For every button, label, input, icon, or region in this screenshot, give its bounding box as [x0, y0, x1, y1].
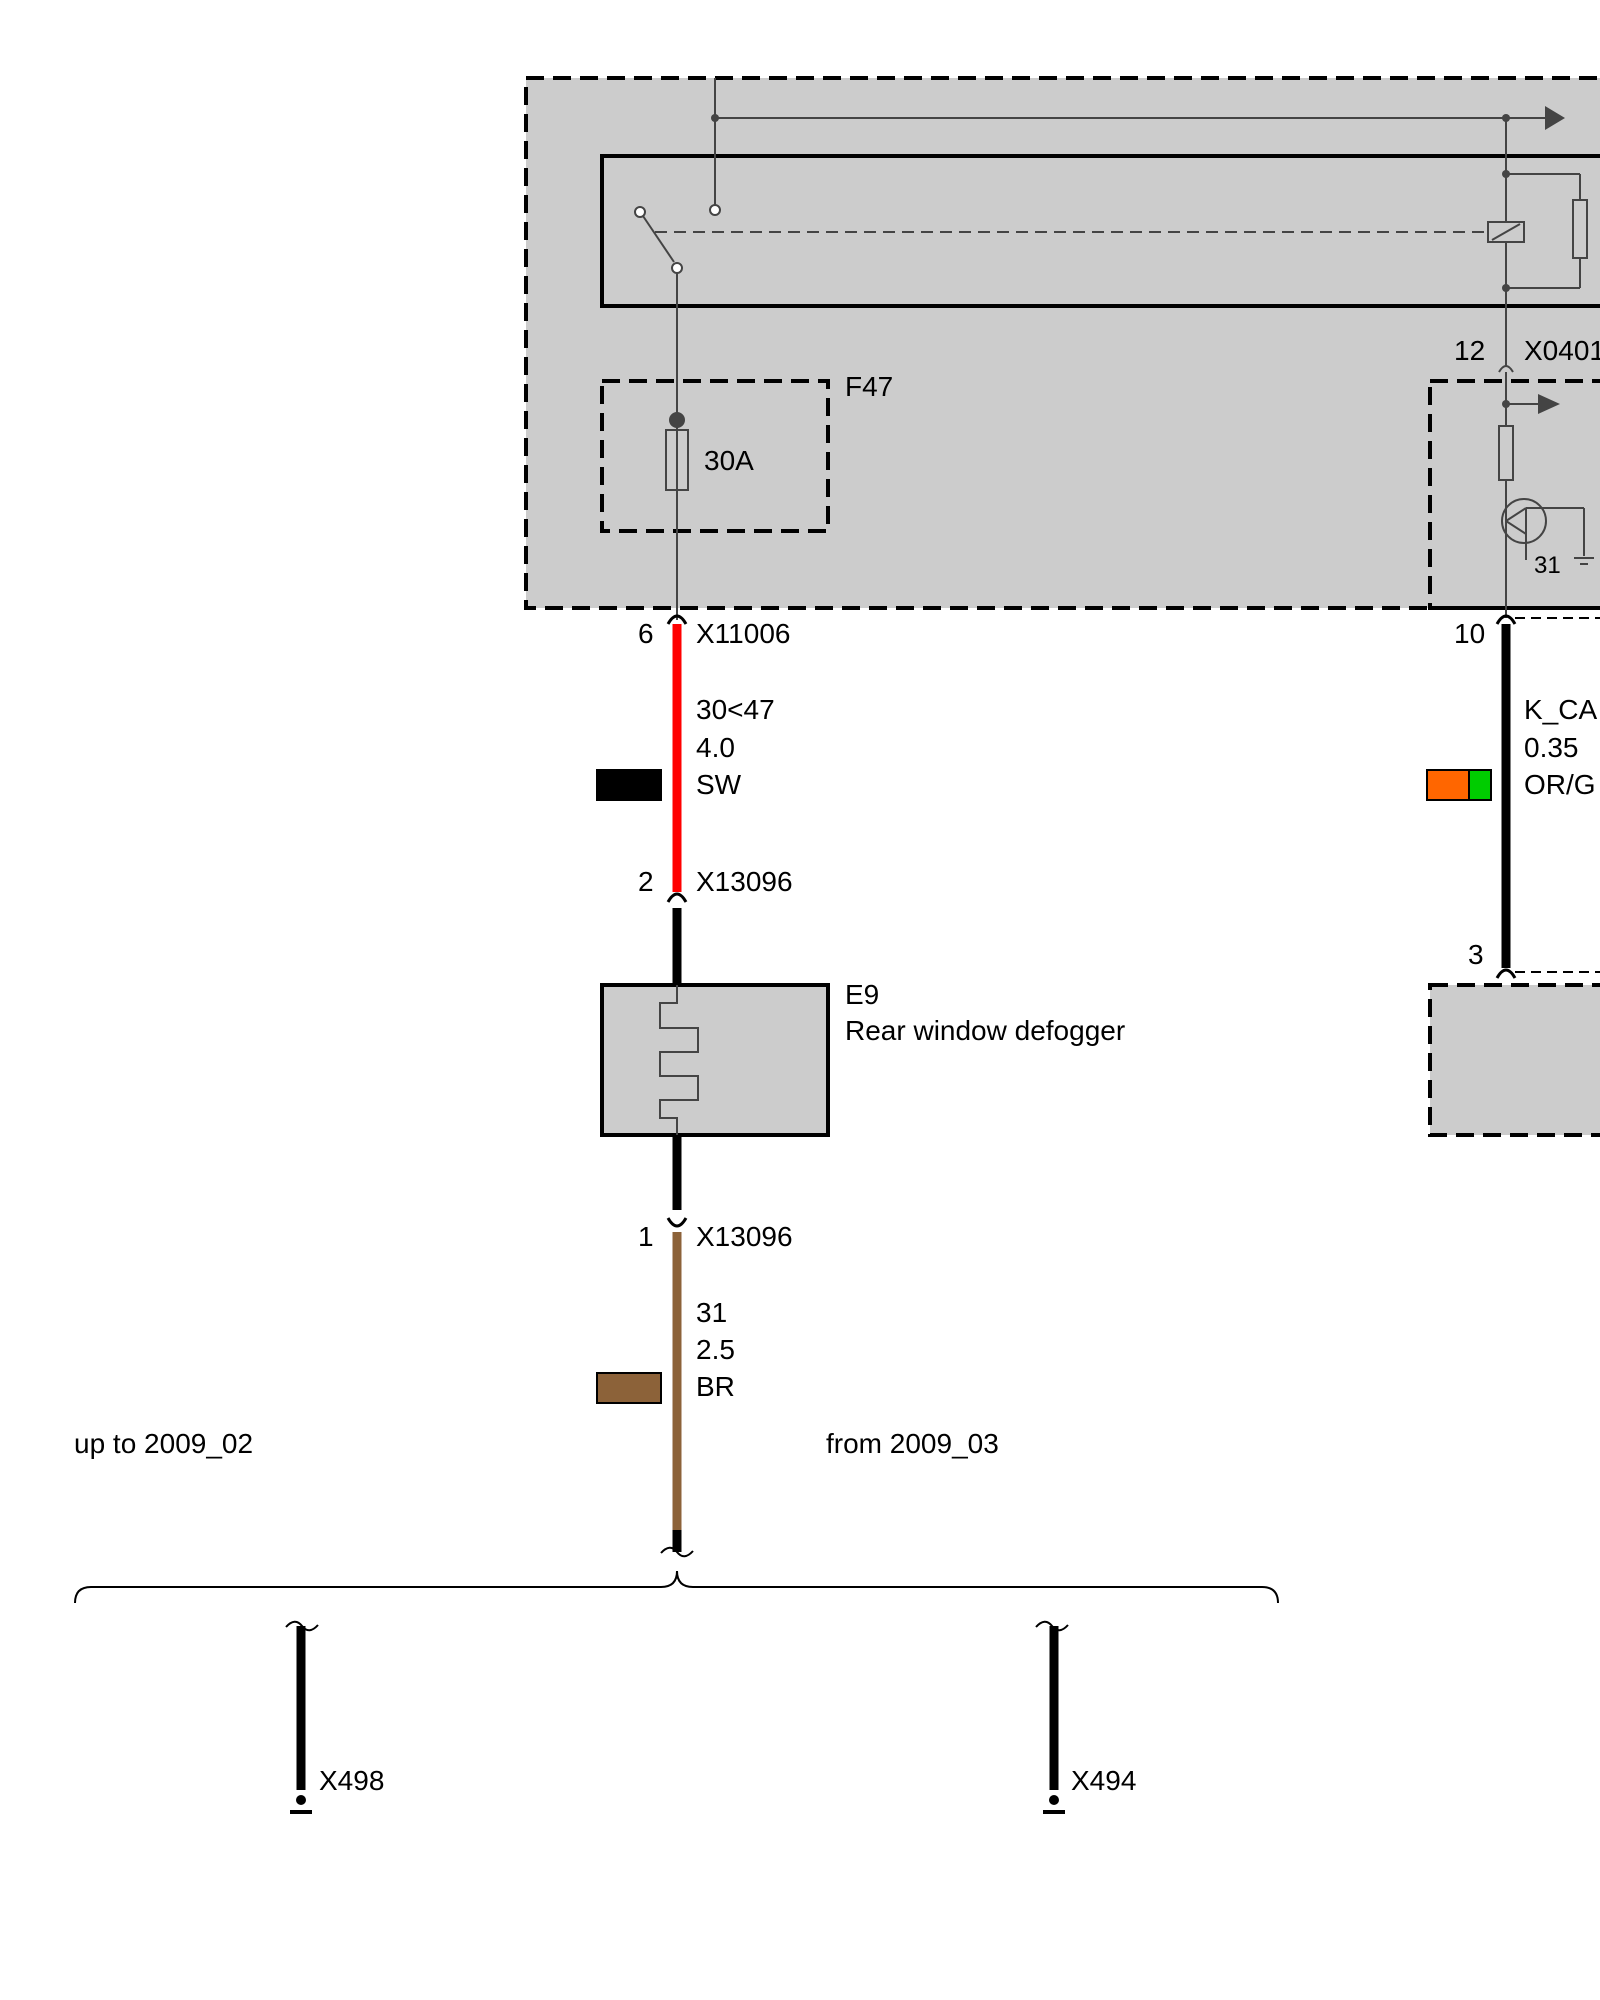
- fuse-housing: [600, 379, 830, 533]
- can-wire-swatch-green: [1468, 769, 1492, 801]
- power-wire-gauge: 4.0: [696, 732, 735, 763]
- ground-wire-break: [660, 1546, 694, 1558]
- supply-bus: [709, 78, 1565, 216]
- connector-pin10-symbol: [1495, 614, 1517, 625]
- ground-x498-label: X498: [319, 1765, 384, 1796]
- ground-point-x494: [1035, 1620, 1069, 1814]
- connector-pin3-symbol: [1495, 968, 1517, 979]
- fuse-symbol: [665, 273, 689, 620]
- connector-x0401-symbol: [1498, 365, 1514, 373]
- defogger-id: E9: [845, 979, 879, 1010]
- connector-x13096-top-pin: 2: [638, 866, 654, 897]
- can-wire-color: OR/G: [1524, 769, 1596, 800]
- variant-right-label: from 2009_03: [826, 1428, 999, 1459]
- connector-x13096-bottom-symbol: [666, 1217, 688, 1228]
- power-wire-color-swatch: [596, 769, 662, 801]
- output-transistor: [1498, 372, 1594, 618]
- connector-x13096-bottom-label: X13096: [696, 1221, 793, 1252]
- fuse-rating: 30A: [704, 445, 754, 476]
- variant-brace: [74, 1570, 1279, 1604]
- can-wire-signal: K_CA: [1524, 694, 1597, 725]
- can-wire-gauge: 0.35: [1524, 732, 1579, 763]
- connector-pin10-label: 10: [1454, 618, 1485, 649]
- connector-x11006-pin: 6: [638, 618, 654, 649]
- connector-x0401-pin: 12: [1454, 335, 1485, 366]
- fuse-id: F47: [845, 371, 893, 402]
- receiving-module: [1428, 983, 1600, 1137]
- connector-x13096-top-label: X13096: [696, 866, 793, 897]
- connector-x0401-label: X0401: [1524, 335, 1600, 366]
- connector-x11006-label: X11006: [696, 618, 790, 649]
- power-wire-color: SW: [696, 769, 742, 800]
- ground-wire-circuit: 31: [696, 1297, 727, 1328]
- defogger-component: [600, 983, 830, 1137]
- output-stage-module: [1428, 379, 1600, 610]
- relay-coil: [1487, 118, 1588, 366]
- ground-wire-gauge: 2.5: [696, 1334, 735, 1365]
- transistor-ground-label: 31: [1534, 552, 1561, 579]
- ground-point-x498: [285, 1620, 319, 1814]
- ground-x494-label: X494: [1071, 1765, 1136, 1796]
- connector-x13096-top-symbol: [666, 892, 688, 903]
- variant-left-label: up to 2009_02: [74, 1428, 253, 1459]
- connector-pin3-label: 3: [1468, 939, 1484, 970]
- relay-switch-contact: [634, 206, 1488, 274]
- defogger-name: Rear window defogger: [845, 1015, 1125, 1046]
- power-wire-circuit: 30<47: [696, 694, 775, 725]
- connector-x11006-symbol: [666, 614, 688, 625]
- connector-x13096-bottom-pin: 1: [638, 1221, 654, 1252]
- heating-element-icon: [659, 985, 699, 1135]
- can-wire-swatch-orange: [1426, 769, 1470, 801]
- ground-wire-color: BR: [696, 1371, 735, 1402]
- ground-wire-color-swatch: [596, 1372, 662, 1404]
